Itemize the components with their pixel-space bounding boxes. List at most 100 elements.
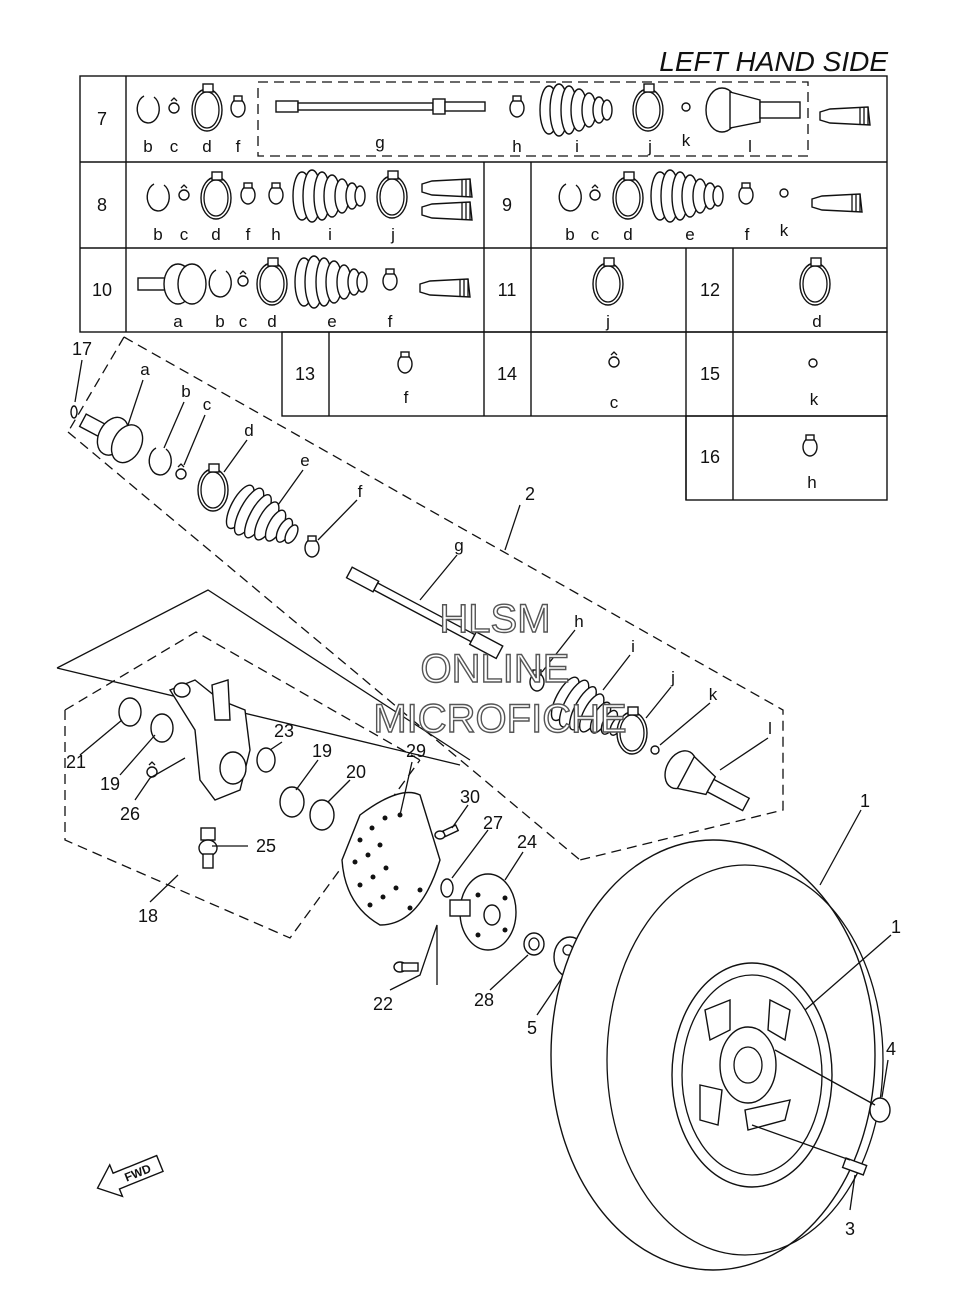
kit-letter: d — [267, 312, 276, 331]
callout: 2 — [525, 484, 535, 504]
shaft-label: a — [140, 360, 150, 379]
callout: 4 — [886, 1039, 896, 1059]
o-ring-icon — [440, 878, 454, 898]
kit-no: 10 — [92, 280, 112, 300]
kit-letter: h — [807, 473, 816, 492]
knuckle-icon — [168, 679, 251, 801]
circlip-icon — [178, 184, 190, 201]
clamp-icon — [191, 83, 223, 132]
boot-icon — [650, 169, 724, 223]
grease-tube-icon — [819, 106, 871, 126]
bearing-icon — [150, 713, 174, 743]
kit-no: 12 — [700, 280, 720, 300]
kit-letter: c — [591, 225, 600, 244]
shaft-label: l — [768, 719, 772, 738]
kit-letter: h — [512, 137, 521, 156]
shaft-label: e — [300, 451, 309, 470]
brake-disc — [341, 791, 441, 926]
circlip-icon — [681, 102, 691, 112]
callout: 5 — [527, 1018, 537, 1038]
kit-letter: d — [812, 312, 821, 331]
circlip-icon — [148, 447, 172, 476]
kit-letter: b — [153, 225, 162, 244]
circlip-icon — [168, 97, 180, 114]
cv-joint-icon — [664, 750, 751, 812]
kit-letter: j — [390, 225, 395, 244]
clamp-icon — [200, 171, 232, 220]
grease-tube-icon — [811, 193, 863, 213]
kit-letter: g — [375, 133, 384, 152]
grease-tube-icon — [421, 178, 473, 198]
callout: 29 — [406, 741, 426, 761]
watermark-line: MICROFICHE — [373, 697, 626, 741]
clamp-icon — [240, 182, 256, 205]
callout: 1 — [891, 917, 901, 937]
kit-letter: c — [239, 312, 248, 331]
drive-shaft-assembly: 2 17 a b c d e f — [67, 336, 784, 861]
watermark-line: HLSM — [439, 597, 550, 641]
shaft-label: g — [454, 536, 463, 555]
boot-icon — [219, 478, 309, 561]
kit-letter: e — [327, 312, 336, 331]
boot-icon — [292, 169, 366, 223]
shaft-label: b — [181, 382, 190, 401]
callout: 20 — [346, 762, 366, 782]
hub-icon — [449, 873, 517, 951]
kit-row-8: b c d f h i j — [146, 169, 473, 244]
circlip-icon — [136, 95, 160, 124]
circlip-icon — [175, 463, 187, 480]
boot-icon — [294, 255, 368, 309]
clamp-icon — [632, 83, 664, 132]
callout: 19 — [312, 741, 332, 761]
callout: 19 — [100, 774, 120, 794]
kit-letter: f — [404, 388, 409, 407]
circlip-icon — [146, 183, 170, 212]
callout: 27 — [483, 813, 503, 833]
kit-table: 7 8 9 10 11 12 13 14 15 16 — [79, 75, 888, 501]
kit-letter: c — [180, 225, 189, 244]
kit-letter: b — [143, 137, 152, 156]
circlip-icon — [608, 351, 620, 368]
kit-letter: c — [170, 137, 179, 156]
boot-icon — [539, 83, 613, 137]
kit-letter: b — [565, 225, 574, 244]
shaft-label: d — [244, 421, 253, 440]
kit-letter: k — [810, 390, 819, 409]
grease-tube-icon — [419, 278, 471, 298]
kit-row-10: a b c d e f — [137, 255, 471, 331]
kit-no: 7 — [97, 109, 107, 129]
clamp-icon — [738, 182, 754, 205]
bearing-icon — [279, 786, 305, 818]
cv-joint-icon — [78, 413, 144, 464]
shaft-label: j — [670, 668, 675, 687]
callout: 25 — [256, 836, 276, 856]
circlip-icon — [558, 183, 582, 212]
circlip-icon — [779, 188, 789, 198]
kit-letter: l — [748, 137, 752, 156]
circlip-icon — [808, 358, 818, 368]
wheel-nut-icon — [869, 1097, 891, 1123]
callout: 22 — [373, 994, 393, 1014]
wheel-icon — [550, 839, 884, 1271]
callout: 30 — [460, 787, 480, 807]
watermark-line: ONLINE — [421, 647, 570, 691]
shaft-label: c — [203, 395, 212, 414]
kit-letter: i — [575, 137, 579, 156]
ball-joint-icon — [198, 827, 218, 869]
watermark: HLSM ONLINE MICROFICHE — [373, 596, 628, 741]
callout: 21 — [66, 752, 86, 772]
clamp-icon — [230, 95, 246, 118]
kit-no: 15 — [700, 364, 720, 384]
clamp-icon — [376, 170, 408, 219]
shaft-label: f — [358, 482, 363, 501]
clamp-icon — [268, 182, 284, 205]
shaft-label: k — [709, 685, 718, 704]
kit-letter: i — [328, 225, 332, 244]
circlip-icon — [237, 270, 249, 287]
kit-letter: a — [173, 312, 183, 331]
callout: 17 — [72, 339, 92, 359]
grease-tube-icon — [421, 201, 473, 221]
stud-bolt-icon — [393, 961, 419, 973]
clamp-icon — [397, 351, 413, 374]
